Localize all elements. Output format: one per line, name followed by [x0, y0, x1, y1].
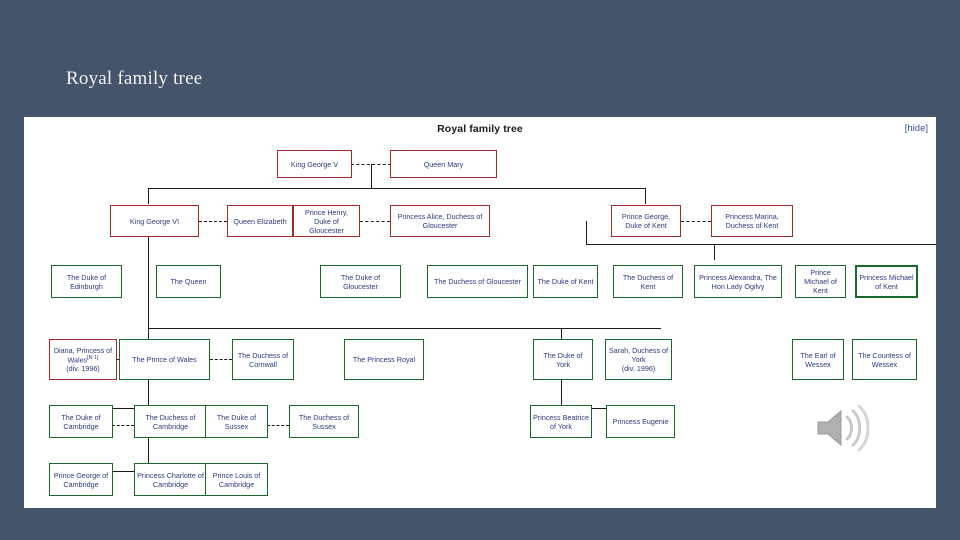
connector-drop-queen-children	[148, 281, 149, 329]
node-prince-michael-of-kent[interactable]: Prince Michael of Kent	[795, 265, 846, 298]
connector-drop-kent	[586, 221, 587, 245]
connector-stub-alexandra	[714, 244, 715, 260]
chart-title: Royal family tree	[437, 123, 523, 135]
node-prince-louis-of-cambridge[interactable]: Prince Louis of Cambridge	[205, 463, 268, 496]
node-prince-george-kent[interactable]: Prince George, Duke of Kent	[611, 205, 681, 237]
connector-william-catherine	[112, 425, 134, 426]
connector-stub-prince-of-wales	[148, 328, 149, 344]
node-duchess-of-cornwall[interactable]: The Duchess of Cornwall	[232, 339, 294, 380]
node-earl-of-wessex[interactable]: The Earl of Wessex	[792, 339, 844, 380]
connector-stub-duke-of-york	[561, 328, 562, 344]
connector-drop-g5	[371, 164, 372, 189]
node-label: Sarah, Duchess of York	[608, 346, 669, 364]
node-sublabel: (div. 1996)	[66, 364, 100, 374]
node-label: Diana, Princess of Wales[N 1]	[53, 345, 113, 365]
node-princess-charlotte-of-cambridge[interactable]: Princess Charlotte of Cambridge	[134, 463, 207, 496]
connector-georgekent-marina	[681, 221, 711, 222]
node-queen-mary[interactable]: Queen Mary	[390, 150, 497, 178]
connector-stub-kent	[645, 188, 646, 204]
connector-drop-queen	[148, 221, 149, 281]
node-duke-of-edinburgh[interactable]: The Duke of Edinburgh	[51, 265, 122, 298]
node-duke-of-cambridge[interactable]: The Duke of Cambridge	[49, 405, 113, 438]
node-sublabel: (div. 1996)	[621, 364, 656, 373]
node-princess-alexandra[interactable]: Princess Alexandra, The Hon Lady Ogilvy	[694, 265, 782, 298]
connector-charles-camilla	[210, 359, 232, 360]
node-duchess-of-cambridge[interactable]: The Duchess of Cambridge	[134, 405, 207, 438]
node-king-george-vi[interactable]: King George VI	[110, 205, 199, 237]
node-princess-alice-gloucester[interactable]: Princess Alice, Duchess of Gloucester	[390, 205, 490, 237]
family-tree-canvas: Royal family tree [hide]	[24, 117, 936, 508]
connector-stub-george6	[148, 188, 149, 204]
connector-sibling-bar-queen-children	[148, 328, 661, 329]
node-the-queen[interactable]: The Queen	[156, 265, 221, 298]
node-princess-royal[interactable]: The Princess Royal	[344, 339, 424, 380]
connector-harry-meghan	[267, 425, 289, 426]
node-prince-of-wales[interactable]: The Prince of Wales	[119, 339, 210, 380]
node-duke-of-york[interactable]: The Duke of York	[533, 339, 593, 380]
node-diana-princess-of-wales[interactable]: Diana, Princess of Wales[N 1] (div. 1996…	[49, 339, 117, 380]
connector-drop-andrew-children	[561, 359, 562, 409]
node-duke-of-kent[interactable]: The Duke of Kent	[533, 265, 598, 298]
node-princess-michael-of-kent[interactable]: Princess Michael of Kent	[855, 265, 918, 298]
connector-sibling-bar-g2	[148, 188, 645, 189]
node-princess-eugenie[interactable]: Princess Eugenie	[606, 405, 675, 438]
node-duchess-of-kent[interactable]: The Duchess of Kent	[613, 265, 683, 298]
hide-link[interactable]: [hide]	[904, 123, 928, 134]
footnote-marker: [N 1]	[87, 354, 99, 361]
node-duke-of-gloucester[interactable]: The Duke of Gloucester	[320, 265, 401, 298]
node-prince-george-of-cambridge[interactable]: Prince George of Cambridge	[49, 463, 113, 496]
connector-drop-cambridge-children	[148, 425, 149, 472]
node-duke-of-sussex[interactable]: The Duke of Sussex	[205, 405, 268, 438]
speaker-icon[interactable]	[812, 402, 870, 454]
connector-henry-alice	[360, 221, 390, 222]
node-duchess-of-gloucester[interactable]: The Duchess of Gloucester	[427, 265, 528, 298]
connector-george6-elizabeth	[199, 221, 227, 222]
connector-sibling-bar-kent	[586, 244, 936, 245]
page-title: Royal family tree	[66, 68, 203, 89]
connector-drop-charles-children	[148, 359, 149, 409]
node-prince-henry-gloucester[interactable]: Prince Henry, Duke of Gloucester	[293, 205, 360, 237]
node-king-george-v[interactable]: King George V	[277, 150, 352, 178]
node-princess-marina-kent[interactable]: Princess Marina, Duchess of Kent	[711, 205, 793, 237]
node-sarah-duchess-of-york[interactable]: Sarah, Duchess of York (div. 1996)	[605, 339, 672, 380]
node-princess-beatrice-of-york[interactable]: Princess Beatrice of York	[530, 405, 592, 438]
node-duchess-of-sussex[interactable]: The Duchess of Sussex	[289, 405, 359, 438]
node-countess-of-wessex[interactable]: The Countess of Wessex	[852, 339, 917, 380]
node-queen-elizabeth[interactable]: Queen Elizabeth	[227, 205, 293, 237]
